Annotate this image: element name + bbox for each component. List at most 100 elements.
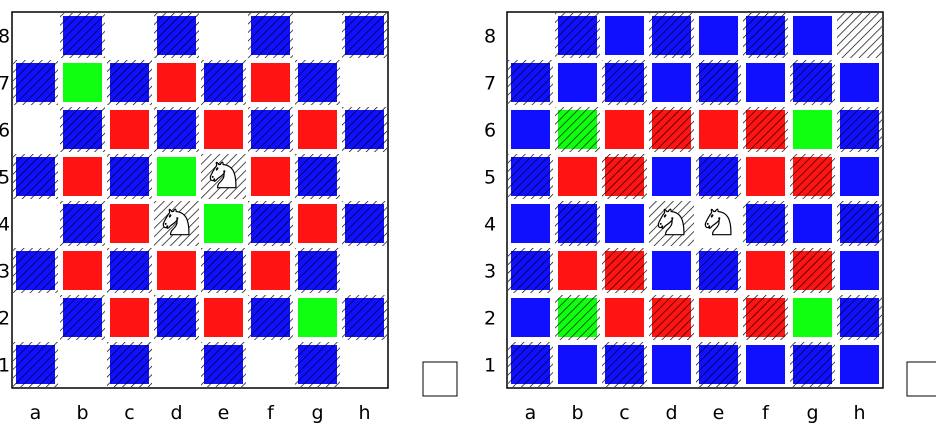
square-h4 — [342, 201, 387, 246]
legend-box — [422, 361, 458, 397]
legend-box — [906, 361, 936, 397]
square-f4 — [248, 201, 293, 246]
square-c6 — [605, 110, 644, 149]
square-a7 — [508, 60, 553, 105]
square-h2 — [342, 295, 387, 340]
file-label: f — [762, 402, 770, 423]
square-g4 — [793, 204, 832, 243]
rank-label: 8 — [484, 26, 496, 48]
legend-boxes — [422, 361, 936, 397]
square-f6 — [248, 107, 293, 152]
square-h1 — [840, 345, 879, 384]
square-b6 — [555, 107, 600, 152]
square-h6 — [342, 107, 387, 152]
square-e2 — [699, 298, 738, 337]
square-d7 — [652, 63, 691, 102]
square-b5 — [558, 157, 597, 196]
file-label: e — [713, 402, 725, 423]
square-a6 — [511, 110, 550, 149]
square-b1 — [558, 345, 597, 384]
square-c5 — [107, 154, 152, 199]
square-d6 — [649, 107, 694, 152]
square-g1 — [295, 342, 340, 387]
file-label: g — [806, 402, 818, 423]
square-g5 — [790, 154, 835, 199]
square-c6 — [110, 110, 149, 149]
file-label: h — [358, 402, 370, 423]
rank-label: 6 — [484, 120, 496, 142]
square-a5 — [13, 154, 58, 199]
knight-icon — [209, 161, 237, 189]
square-b6 — [60, 107, 105, 152]
file-label: c — [619, 402, 629, 423]
square-c2 — [605, 298, 644, 337]
square-b3 — [63, 251, 102, 290]
rank-label: 6 — [0, 120, 10, 142]
square-d2 — [154, 295, 199, 340]
square-f3 — [251, 251, 290, 290]
square-g8 — [793, 16, 832, 55]
square-f3 — [746, 251, 785, 290]
square-a2 — [511, 298, 550, 337]
square-c2 — [110, 298, 149, 337]
knight-icon — [162, 208, 190, 236]
square-f8 — [248, 13, 293, 58]
square-c5 — [602, 154, 647, 199]
square-d8 — [649, 13, 694, 58]
square-h7 — [840, 63, 879, 102]
square-e4 — [204, 204, 243, 243]
square-c7 — [107, 60, 152, 105]
rank-label: 4 — [0, 214, 10, 236]
square-g5 — [295, 154, 340, 199]
rank-label: 2 — [0, 308, 10, 330]
square-c7 — [602, 60, 647, 105]
square-f6 — [743, 107, 788, 152]
rank-label: 1 — [484, 355, 496, 377]
knight-icon — [704, 208, 732, 236]
square-b5 — [63, 157, 102, 196]
square-h4 — [837, 201, 882, 246]
square-c1 — [107, 342, 152, 387]
file-label: a — [30, 402, 42, 423]
square-c1 — [602, 342, 647, 387]
file-label: b — [76, 402, 88, 423]
square-g1 — [790, 342, 835, 387]
square-d2 — [649, 295, 694, 340]
square-h5 — [840, 157, 879, 196]
square-h8 — [837, 13, 882, 58]
square-h3 — [840, 251, 879, 290]
square-f5 — [746, 157, 785, 196]
square-a4 — [511, 204, 550, 243]
rank-label: 4 — [484, 214, 496, 236]
square-h2 — [837, 295, 882, 340]
square-b3 — [558, 251, 597, 290]
square-e3 — [201, 248, 246, 293]
file-label: h — [853, 402, 865, 423]
square-g7 — [295, 60, 340, 105]
rank-label: 7 — [0, 73, 10, 95]
square-d3 — [652, 251, 691, 290]
square-g3 — [790, 248, 835, 293]
rank-label: 5 — [0, 167, 10, 189]
square-c4 — [605, 204, 644, 243]
square-f8 — [743, 13, 788, 58]
square-b4 — [555, 201, 600, 246]
rank-label: 3 — [484, 261, 496, 283]
square-d6 — [154, 107, 199, 152]
square-a5 — [508, 154, 553, 199]
square-d3 — [157, 251, 196, 290]
square-h8 — [342, 13, 387, 58]
square-h6 — [837, 107, 882, 152]
square-b2 — [60, 295, 105, 340]
square-e7 — [696, 60, 741, 105]
square-a3 — [13, 248, 58, 293]
square-b2 — [555, 295, 600, 340]
square-g7 — [790, 60, 835, 105]
square-f4 — [743, 201, 788, 246]
square-e7 — [201, 60, 246, 105]
square-b8 — [555, 13, 600, 58]
square-g2 — [298, 298, 337, 337]
